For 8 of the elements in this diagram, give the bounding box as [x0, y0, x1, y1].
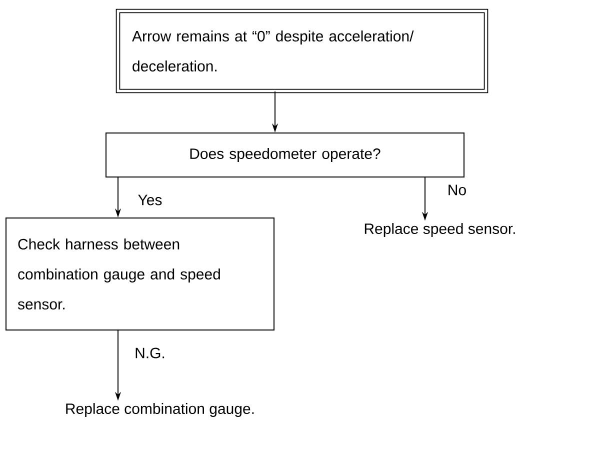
process-box: Does speedometer operate? [106, 132, 464, 178]
result-text: Replace combination gauge. [66, 403, 254, 417]
flow-box: Arrow remains at “0” despite acceleration/ deceleration. [116, 8, 488, 94]
edge-label: No [446, 184, 468, 196]
edge-label: Yes [136, 194, 164, 206]
process-box: Check harness between combination gauge and speed sensor. [6, 218, 274, 330]
result-text: Replace speed sensor. [364, 223, 515, 237]
edge-label: N.G. [134, 346, 166, 360]
